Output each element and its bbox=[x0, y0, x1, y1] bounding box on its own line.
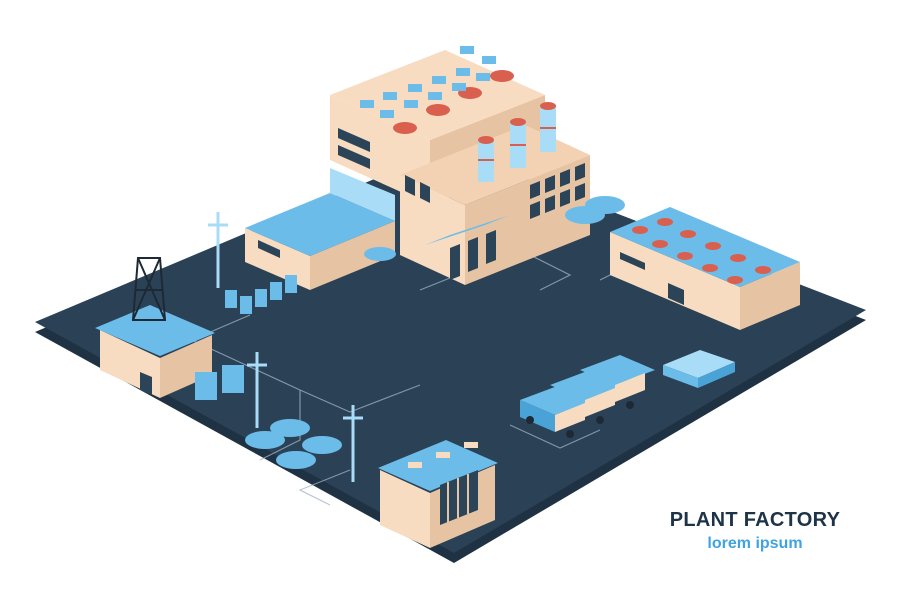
cylindrical-tanks bbox=[478, 102, 556, 182]
transformers bbox=[195, 275, 297, 400]
caption-block: PLANT FACTORY lorem ipsum bbox=[640, 508, 870, 554]
crates bbox=[663, 350, 735, 388]
power-substation-building bbox=[95, 257, 215, 398]
left-warehouse bbox=[245, 168, 395, 290]
trucks bbox=[520, 355, 655, 438]
roof-fans bbox=[360, 46, 514, 134]
power-poles bbox=[208, 212, 363, 482]
right-long-building bbox=[610, 207, 800, 330]
gatehouse-building bbox=[378, 440, 498, 548]
main-factory-building bbox=[330, 46, 590, 285]
caption-title: PLANT FACTORY bbox=[669, 509, 841, 531]
caption-subtitle: lorem ipsum bbox=[707, 535, 803, 552]
barrel-stacks bbox=[245, 196, 625, 469]
